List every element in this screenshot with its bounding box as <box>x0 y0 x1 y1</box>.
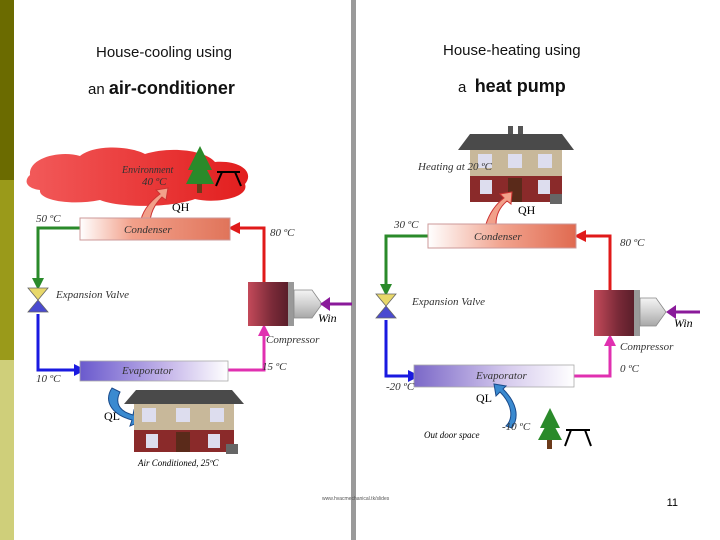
env-temp-label: 40 ºC <box>142 176 167 188</box>
flow-arrowhead-red <box>228 222 240 234</box>
condenser-right-label: Condenser <box>474 231 522 243</box>
left-title-line1: House-cooling using <box>96 44 232 61</box>
condenser-in-temp-left: 50 ºC <box>36 213 61 225</box>
qh-heat-arrow <box>139 187 169 225</box>
ql-label-left: QL <box>104 409 120 423</box>
house-label-left: Air Conditioned, 25ºC <box>137 458 220 468</box>
side-stripe-light <box>0 360 14 540</box>
qh-label: QH <box>172 200 190 214</box>
condenser-left <box>79 217 231 241</box>
picnic-table-icon <box>215 171 242 187</box>
condenser-in-temp-right: 30 ºC <box>393 219 419 231</box>
expansion-valve-left <box>27 287 49 313</box>
air-conditioned-house <box>124 390 244 454</box>
win-arrowhead-left <box>320 297 330 311</box>
compressor-left-label: Compressor <box>266 334 320 346</box>
side-stripe-dark <box>0 0 14 180</box>
win-arrowhead-right <box>666 305 676 319</box>
heating-label: Heating at 20 ºC <box>417 161 493 173</box>
evaporator-left <box>79 360 229 382</box>
footer-url: www.hvacmechanical.tk/slides <box>322 496 390 502</box>
compressor-left <box>248 282 323 326</box>
expansion-valve-right-label: Expansion Valve <box>411 296 485 308</box>
refrigerant-loop-left <box>36 226 266 372</box>
evap-in-temp-left: 10 ºC <box>36 373 61 385</box>
expansion-valve-right <box>375 293 397 319</box>
condenser-right <box>427 223 577 249</box>
evap-out-temp-right: 0 ºC <box>620 363 640 375</box>
right-title-line1: House-heating using <box>443 42 581 59</box>
heated-house <box>458 126 574 204</box>
right-title-line2: a heat pump <box>458 76 566 96</box>
compressor-out-temp-left: 80 ºC <box>270 227 295 239</box>
evap-out-temp-left: 15 ºC <box>262 361 287 373</box>
evaporator-right-label: Evaporator <box>475 370 527 382</box>
side-stripe-mid <box>0 180 14 360</box>
qh-label-right: QH <box>518 203 536 217</box>
compressor-right <box>594 290 667 336</box>
compressor-out-temp-right: 80 ºC <box>620 237 645 249</box>
expansion-valve-left-label: Expansion Valve <box>55 289 129 301</box>
flow-arrowhead-magenta <box>258 324 270 336</box>
environment-label: Environment <box>121 165 174 176</box>
evaporator-left-label: Evaporator <box>121 365 173 377</box>
center-divider <box>351 0 356 540</box>
qh-heat-arrow-right <box>485 191 513 225</box>
evap-in-temp-right: -20 ºC <box>386 381 415 393</box>
compressor-right-label: Compressor <box>620 341 674 353</box>
page-number: 11 <box>666 497 678 509</box>
tree-icon-right <box>538 408 562 449</box>
win-label-left: Win <box>318 311 337 325</box>
flow-arrowhead-green-right <box>380 284 392 296</box>
outdoor-label: Out door space <box>424 430 480 440</box>
flow-arrowhead-magenta-right <box>604 334 616 346</box>
left-title-line2: an air-conditioner <box>88 78 235 98</box>
picnic-table-icon-right <box>564 429 592 447</box>
environment-cloud <box>26 147 249 206</box>
ql-label-right: QL <box>476 391 492 405</box>
ql-heat-arrow-right <box>493 383 517 429</box>
condenser-left-label: Condenser <box>124 224 172 236</box>
flow-arrowhead-green <box>32 278 44 290</box>
win-label-right: Win <box>674 316 693 330</box>
outdoor-temp-label: -10 ºC <box>502 421 531 433</box>
flow-arrowhead-red-right <box>574 230 586 242</box>
refrigerant-loop-right <box>384 234 612 378</box>
tree-icon <box>186 146 214 193</box>
